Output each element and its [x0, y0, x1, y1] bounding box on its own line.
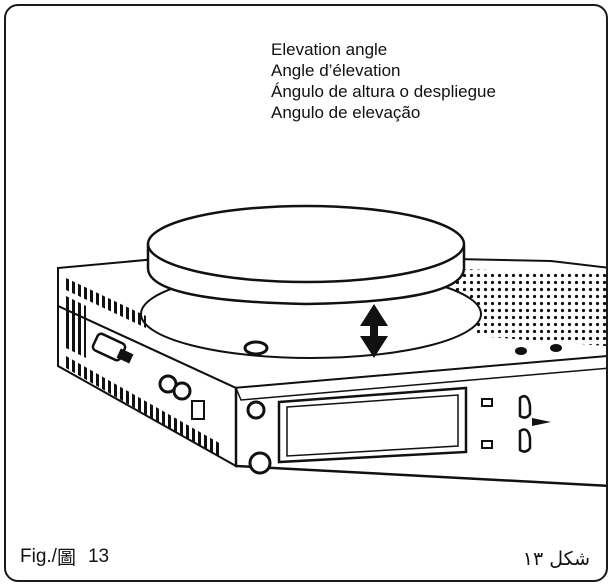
rocker-control — [518, 395, 532, 453]
double-vertical-arrow-icon — [360, 304, 388, 358]
figure-label-arabic: شكل ١٣ — [522, 548, 590, 570]
front-knob-top — [246, 400, 266, 420]
speaker-grille — [436, 268, 606, 346]
caption-line-pt: Angulo de elevação — [271, 103, 421, 122]
caption-line-en: Elevation angle — [271, 40, 388, 59]
side-connector — [91, 332, 134, 364]
elevation-angle-caption: Elevation angle Angle d’élevation Ángulo… — [271, 39, 496, 123]
cooling-fins-lower — [66, 356, 221, 458]
figure-label-prefix: Fig./ — [20, 545, 57, 567]
caption-line-es: Ángulo de altura o despliegue — [271, 82, 496, 101]
device-illustration — [57, 204, 606, 488]
side-switch — [191, 400, 205, 420]
caption-line-fr: Angle d’élevation — [271, 61, 401, 80]
indicator-button-top — [481, 398, 493, 407]
top-knob-right-1 — [515, 347, 527, 355]
figure-label: Fig./圖 13 — [20, 543, 109, 570]
figure-label-cjk: 圖 — [56, 548, 76, 569]
cooling-fins-side — [66, 296, 86, 358]
indicator-button-bottom — [481, 440, 493, 449]
cooling-fins-upper — [66, 278, 146, 328]
figure-number: 13 — [87, 545, 110, 567]
top-knob-left — [243, 340, 269, 356]
antenna-disc-top — [146, 204, 466, 284]
figure-frame: Elevation angle Angle d’élevation Ángulo… — [4, 4, 608, 582]
front-knob-bottom — [248, 451, 272, 475]
side-jack-2 — [172, 381, 192, 401]
top-knob-right-2 — [550, 344, 562, 352]
